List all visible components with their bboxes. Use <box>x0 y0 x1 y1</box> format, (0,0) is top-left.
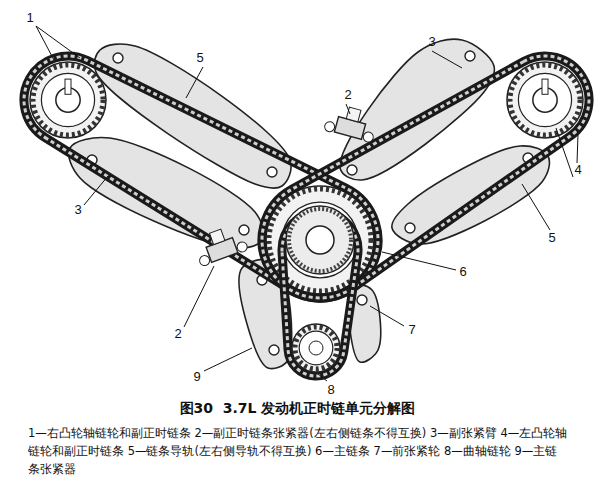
figure-title: 图30 3.7L 发动机正时链单元分解图 <box>0 400 595 418</box>
callout-number: 4 <box>574 163 581 177</box>
chain-tensioner <box>192 223 249 267</box>
tensioner-arm <box>69 138 264 249</box>
callout-number: 2 <box>174 327 181 341</box>
callout-number: 6 <box>459 265 466 279</box>
callout-number: 1 <box>26 11 33 25</box>
leader-line <box>432 51 462 68</box>
leader-line <box>184 266 214 327</box>
bolt-hole <box>465 51 475 61</box>
callout-number: 9 <box>193 370 200 384</box>
callout-number: 7 <box>408 323 415 337</box>
leader-line <box>186 67 203 98</box>
camshaft-sprocket <box>30 62 106 138</box>
leader-line <box>577 134 578 163</box>
timing-chain <box>262 56 589 298</box>
chain-tensioner <box>324 102 380 143</box>
bolt-hole <box>269 345 279 355</box>
bolt-hole <box>239 225 249 235</box>
callout-number: 8 <box>327 383 334 397</box>
timing-chain <box>24 56 378 298</box>
leader-line <box>522 184 550 230</box>
crankshaft-hub <box>309 341 323 355</box>
crankshaft-sprocket <box>292 324 340 372</box>
callout-number: 3 <box>74 203 81 217</box>
leader-line <box>318 374 327 381</box>
chain-links <box>24 56 378 298</box>
leader-line <box>84 176 108 205</box>
bolt-hole <box>405 223 415 233</box>
figure-caption: 1—右凸轮轴链轮和副正时链条 2—副正时链条张紧器(左右侧链条不得互换) 3—副… <box>28 424 568 478</box>
bolt-hole <box>347 165 357 175</box>
callout-number: 3 <box>428 35 435 49</box>
bolt-hole <box>113 53 123 63</box>
bolt-hole <box>357 295 367 305</box>
callout-number: 5 <box>548 231 555 245</box>
leader-line <box>370 306 404 326</box>
callout-number: 5 <box>196 51 203 65</box>
leader-line <box>346 104 350 114</box>
leader-line <box>556 128 573 177</box>
camshaft-sprocket <box>507 62 583 138</box>
leader-line <box>382 252 456 270</box>
callout-number: 2 <box>344 88 351 102</box>
leader-line <box>36 26 54 60</box>
idler-gear <box>286 206 354 274</box>
leader-line <box>204 348 252 371</box>
chain-links <box>262 56 589 298</box>
tensioner-arm <box>340 39 495 180</box>
leader-line <box>36 26 80 58</box>
bolt-hole <box>267 167 277 177</box>
chain-guide <box>392 146 550 244</box>
